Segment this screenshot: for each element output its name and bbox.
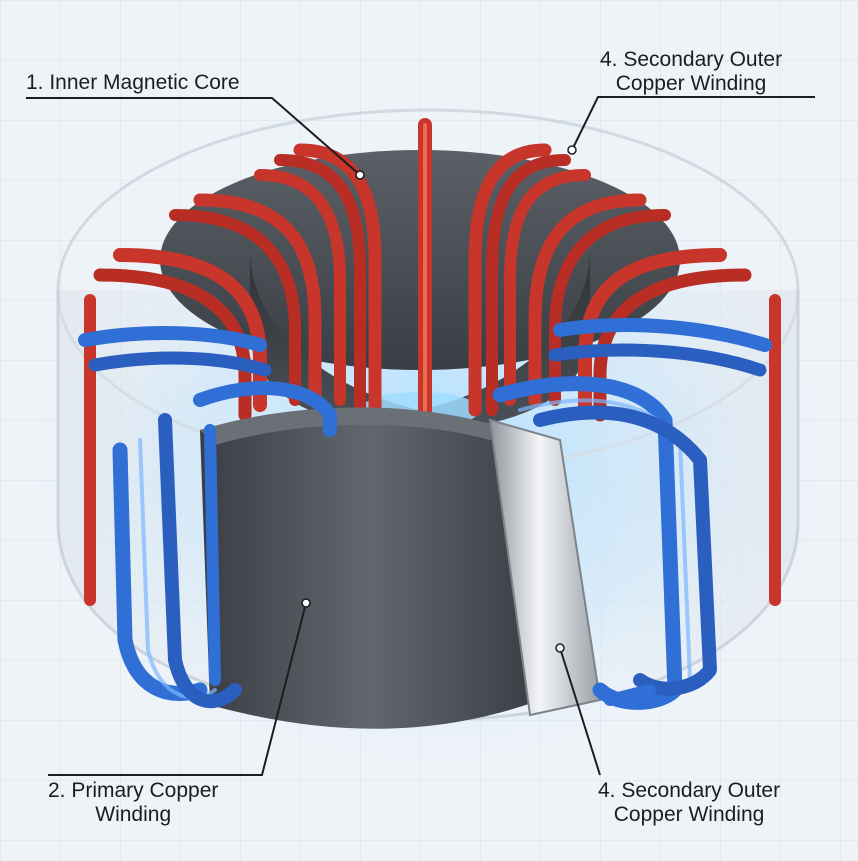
- core-front-block: [200, 407, 540, 729]
- label-inner-core-line1: 1. Inner Magnetic Core: [26, 71, 240, 94]
- label-primary-copper-winding: 2. Primary Copper Winding: [48, 779, 218, 827]
- leader-dots: [301, 145, 577, 653]
- primary-copper-winding: [78, 318, 772, 710]
- silver-clamp: [488, 418, 602, 717]
- label-secondary-winding-bottom: 4. Secondary Outer Copper Winding: [598, 779, 780, 827]
- label-secondary-bottom-line1: 4. Secondary Outer: [598, 779, 781, 802]
- label-secondary-top-line2: Copper Winding: [615, 72, 767, 95]
- label-secondary-winding-top: 4. Secondary Outer Copper Winding: [600, 48, 782, 96]
- label-inner-magnetic-core: 1. Inner Magnetic Core: [26, 71, 240, 95]
- leader-lines: [26, 96, 815, 776]
- secondary-copper-winding-back: [84, 118, 781, 606]
- label-primary-line2: Winding: [95, 803, 172, 826]
- label-secondary-bottom-line2: Copper Winding: [613, 803, 765, 826]
- label-primary-line1: 2. Primary Copper: [48, 779, 219, 802]
- label-secondary-top-line1: 4. Secondary Outer: [600, 48, 783, 71]
